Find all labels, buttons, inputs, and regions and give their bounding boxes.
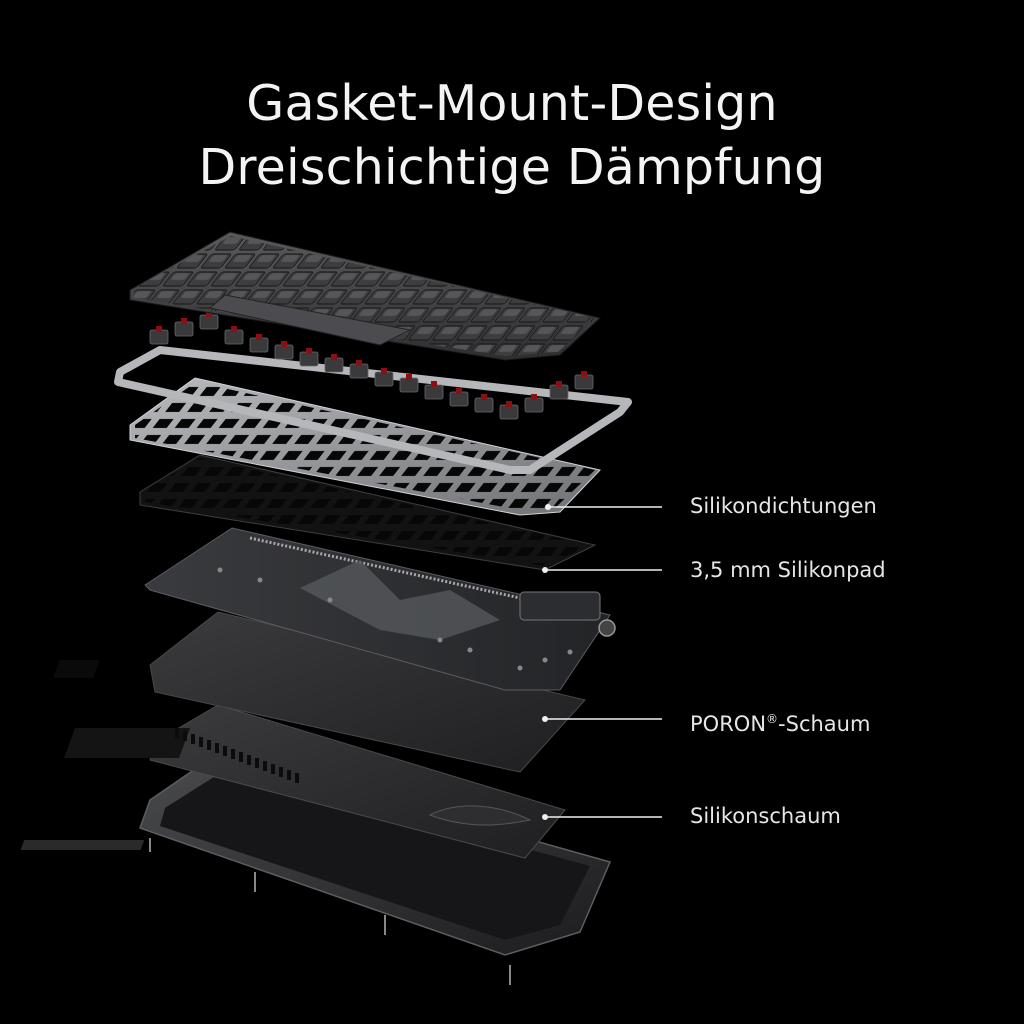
callout-label-silikonschaum: Silikonschaum [690, 804, 841, 828]
title-line-2: Dreischichtige Dämpfung [198, 139, 826, 196]
callout-dot-silikondichtungen [545, 504, 551, 510]
silicone-pad-layer [139, 454, 597, 571]
keyboard-case [20, 751, 612, 985]
callout-dot-poron [542, 716, 548, 722]
callout-dot-silikonschaum [542, 814, 548, 820]
poron-brand: PORON [690, 712, 767, 736]
callout-label-silikonpad: 3,5 mm Silikonpad [690, 558, 886, 582]
poron-suffix: -Schaum [778, 712, 871, 736]
title-line-1: Gasket-Mount-Design [246, 75, 778, 132]
registered-mark: ® [766, 712, 779, 726]
silicone-foam-layer [64, 704, 566, 859]
callout-label-silikondichtungen: Silikondichtungen [690, 494, 877, 518]
callout-dot-silikonpad [542, 567, 548, 573]
switches-layer [149, 311, 594, 420]
keycaps-layer [129, 231, 602, 361]
poron-foam-layer [53, 611, 586, 773]
callout-label-poron-schaum: PORON®-Schaum [690, 706, 870, 737]
pcb-layer [144, 527, 616, 691]
gasket-frame [114, 346, 632, 474]
